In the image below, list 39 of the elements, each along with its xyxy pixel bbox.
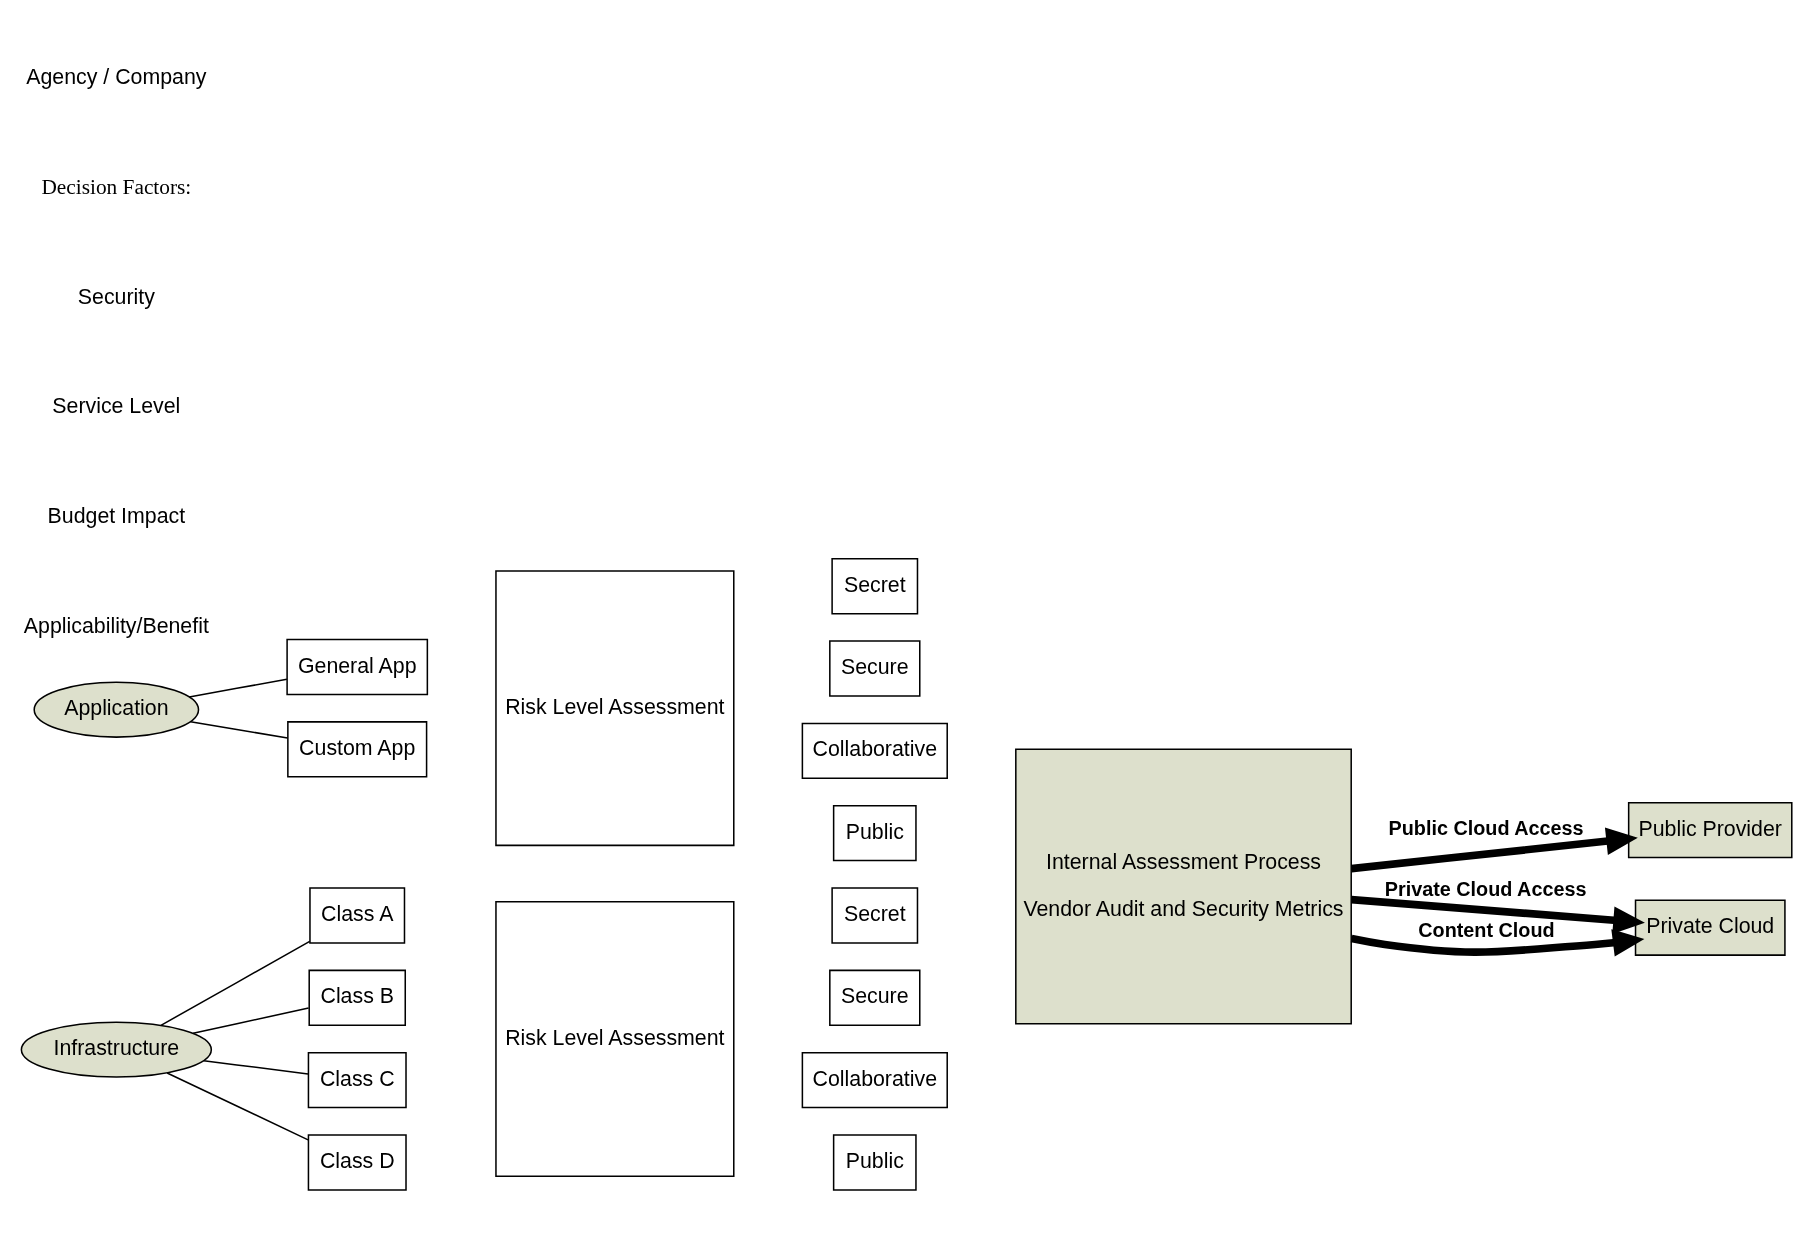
label: Applicability/Benefit <box>23 613 209 638</box>
connector <box>189 720 289 739</box>
arrow <box>1351 895 1645 934</box>
node-box: Private Cloud <box>1634 899 1786 956</box>
connector <box>160 940 311 1026</box>
node-box: Internal Assessment Process Vendor Audit and Security Metrics <box>1015 748 1352 1024</box>
node-box: Secret <box>831 557 919 614</box>
edge-label: Content Cloud <box>1418 918 1555 941</box>
node-box: Secure <box>829 639 921 697</box>
label: Service Level <box>52 393 181 418</box>
node-box: Class D <box>307 1133 407 1191</box>
arrow <box>1350 928 1645 957</box>
label: Security <box>77 284 155 309</box>
arrow <box>1351 826 1638 872</box>
node-box: Class B <box>308 969 406 1026</box>
node-box: Secret <box>831 886 919 944</box>
node-box: Class A <box>309 886 406 944</box>
node-box: Public <box>832 1133 917 1191</box>
node-box: Public <box>832 804 917 861</box>
node-ellipse: Infrastructure <box>20 1020 213 1078</box>
connector <box>188 678 288 698</box>
node-box: General App <box>286 638 429 695</box>
node-box: Secure <box>829 969 921 1026</box>
node-box: Public Provider <box>1627 801 1793 858</box>
node-box: Collaborative <box>801 1051 948 1108</box>
node-box: Risk Level Assessment <box>495 569 735 846</box>
node-box: Class C <box>307 1051 407 1108</box>
connector <box>166 1071 309 1141</box>
edge-label: Public Cloud Access <box>1388 816 1584 839</box>
label: Decision Factors: <box>41 174 192 199</box>
node-box: Risk Level Assessment <box>495 900 735 1177</box>
connector <box>192 1006 310 1034</box>
node-box: Custom App <box>287 720 428 777</box>
node-box: Collaborative <box>801 722 948 779</box>
label: Budget Impact <box>47 503 186 528</box>
edge-label: Private Cloud Access <box>1384 877 1587 900</box>
label: Agency / Company <box>26 64 207 89</box>
connector <box>203 1059 309 1075</box>
node-ellipse: Application <box>33 681 200 738</box>
